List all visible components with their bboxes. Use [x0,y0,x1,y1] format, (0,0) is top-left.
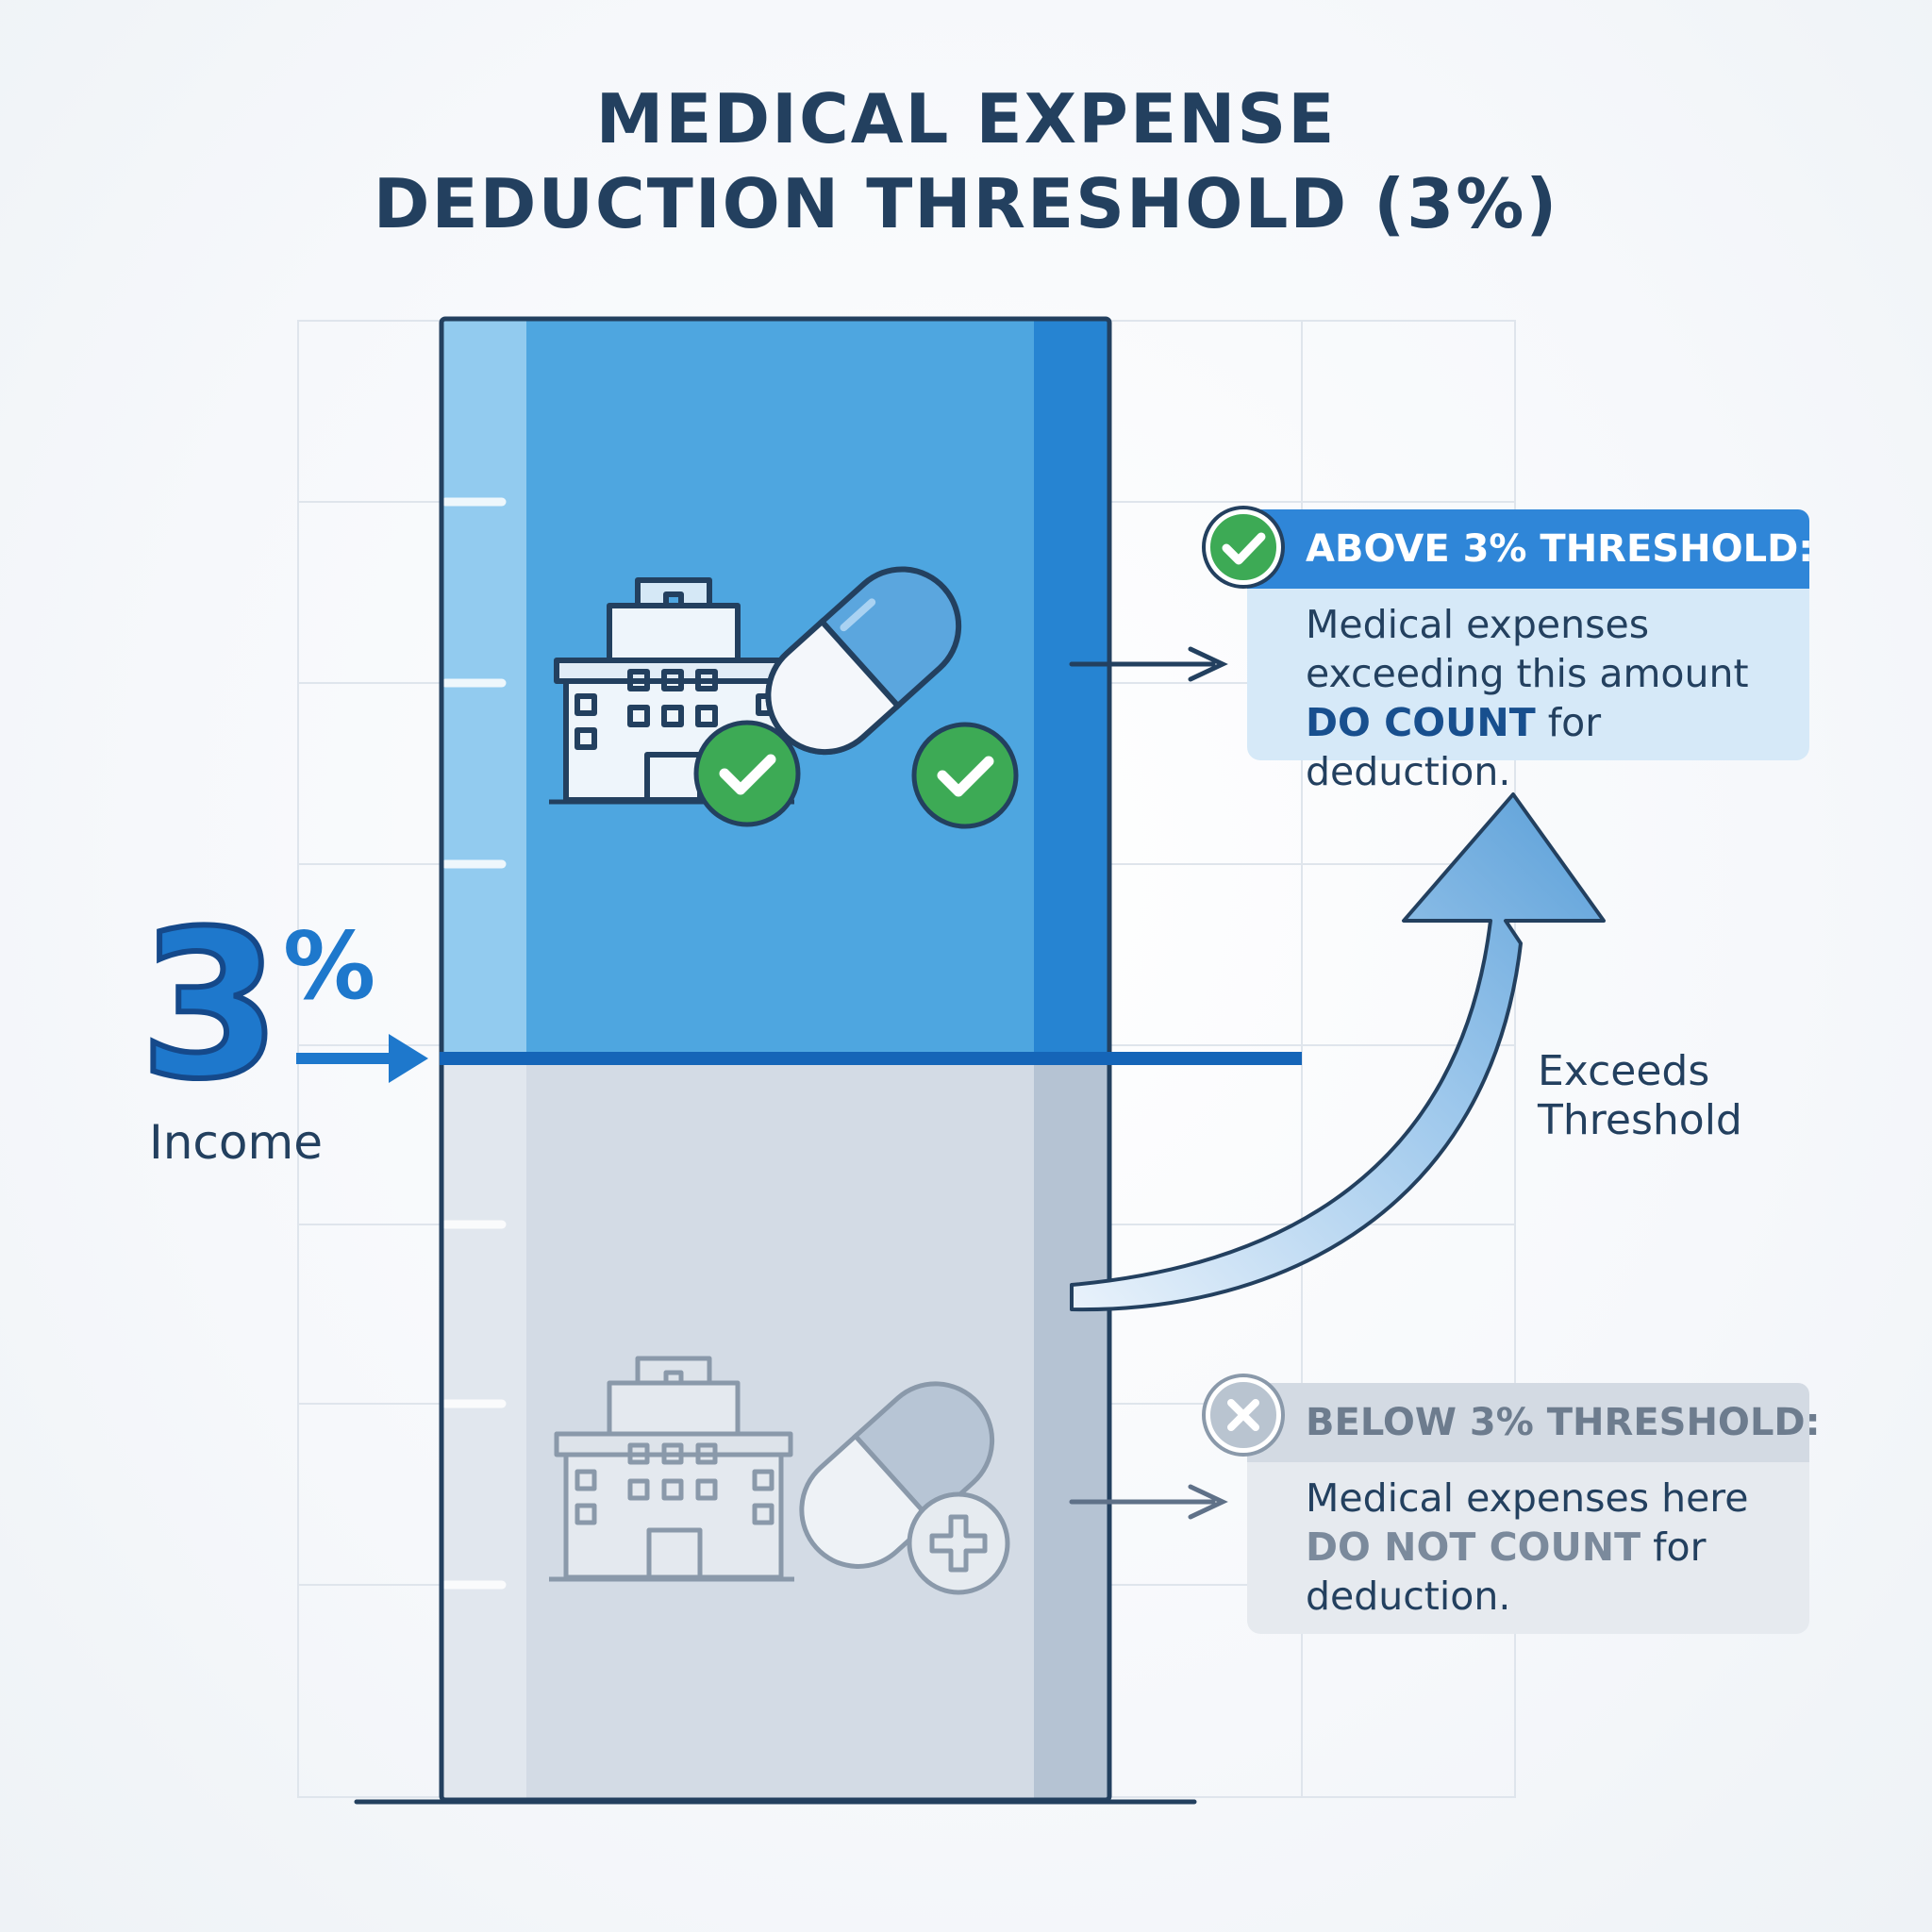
threshold-percent-number: 3 [137,887,284,1124]
below-do-not-count: DO NOT COUNT [1306,1524,1641,1570]
title-line-1: MEDICAL EXPENSE [595,79,1337,158]
above-body-line-3: DO COUNT for deduction. [1306,698,1792,796]
below-body-line-2: DO NOT COUNT for [1306,1523,1792,1572]
plus-circle-icon [907,1491,1010,1595]
threshold-pointer-arrow [296,1034,428,1083]
above-callout-header: ABOVE 3% THRESHOLD: [1247,509,1813,589]
pill-check-badge [911,722,1019,829]
exceeds-curved-arrow [1070,792,1606,1312]
pill-gray-icon [799,1381,995,1569]
pill-icon [765,566,962,756]
below-body-tail: for [1641,1524,1707,1570]
below-body-line-3: deduction. [1306,1574,1511,1619]
above-pointer-arrow [1069,646,1228,682]
x-icon [1227,1399,1259,1431]
hospital-check-badge [693,720,801,827]
below-pointer-arrow [1069,1484,1228,1520]
exceeds-threshold-label: Exceeds Threshold [1538,1047,1742,1145]
above-body-line-2: exceeding this amount [1306,651,1749,696]
above-do-count: DO COUNT [1306,700,1536,745]
below-threshold-column [441,1062,1109,1800]
above-callout-body: Medical expenses exceeding this amount D… [1247,589,1809,794]
title-line-2: DEDUCTION THRESHOLD (3%) [373,164,1559,243]
below-callout-header: BELOW 3% THRESHOLD: [1247,1383,1821,1462]
column-tick-marks [441,497,507,1590]
income-label: Income [149,1115,323,1170]
threshold-percent-sign: % [283,913,376,1021]
hospital-gray-icon [549,1356,794,1582]
exceeds-line-1: Exceeds [1538,1047,1710,1095]
check-icon [1222,532,1266,565]
below-body-line-1: Medical expenses here [1306,1475,1749,1521]
below-callout-badge [1206,1377,1281,1453]
below-callout-body: Medical expenses here DO NOT COUNT for d… [1247,1462,1809,1634]
above-callout-badge [1206,509,1281,585]
above-body-line-1: Medical expenses [1306,602,1650,647]
exceeds-line-2: Threshold [1538,1096,1742,1144]
above-body-tail: for deduction. [1306,700,1602,794]
